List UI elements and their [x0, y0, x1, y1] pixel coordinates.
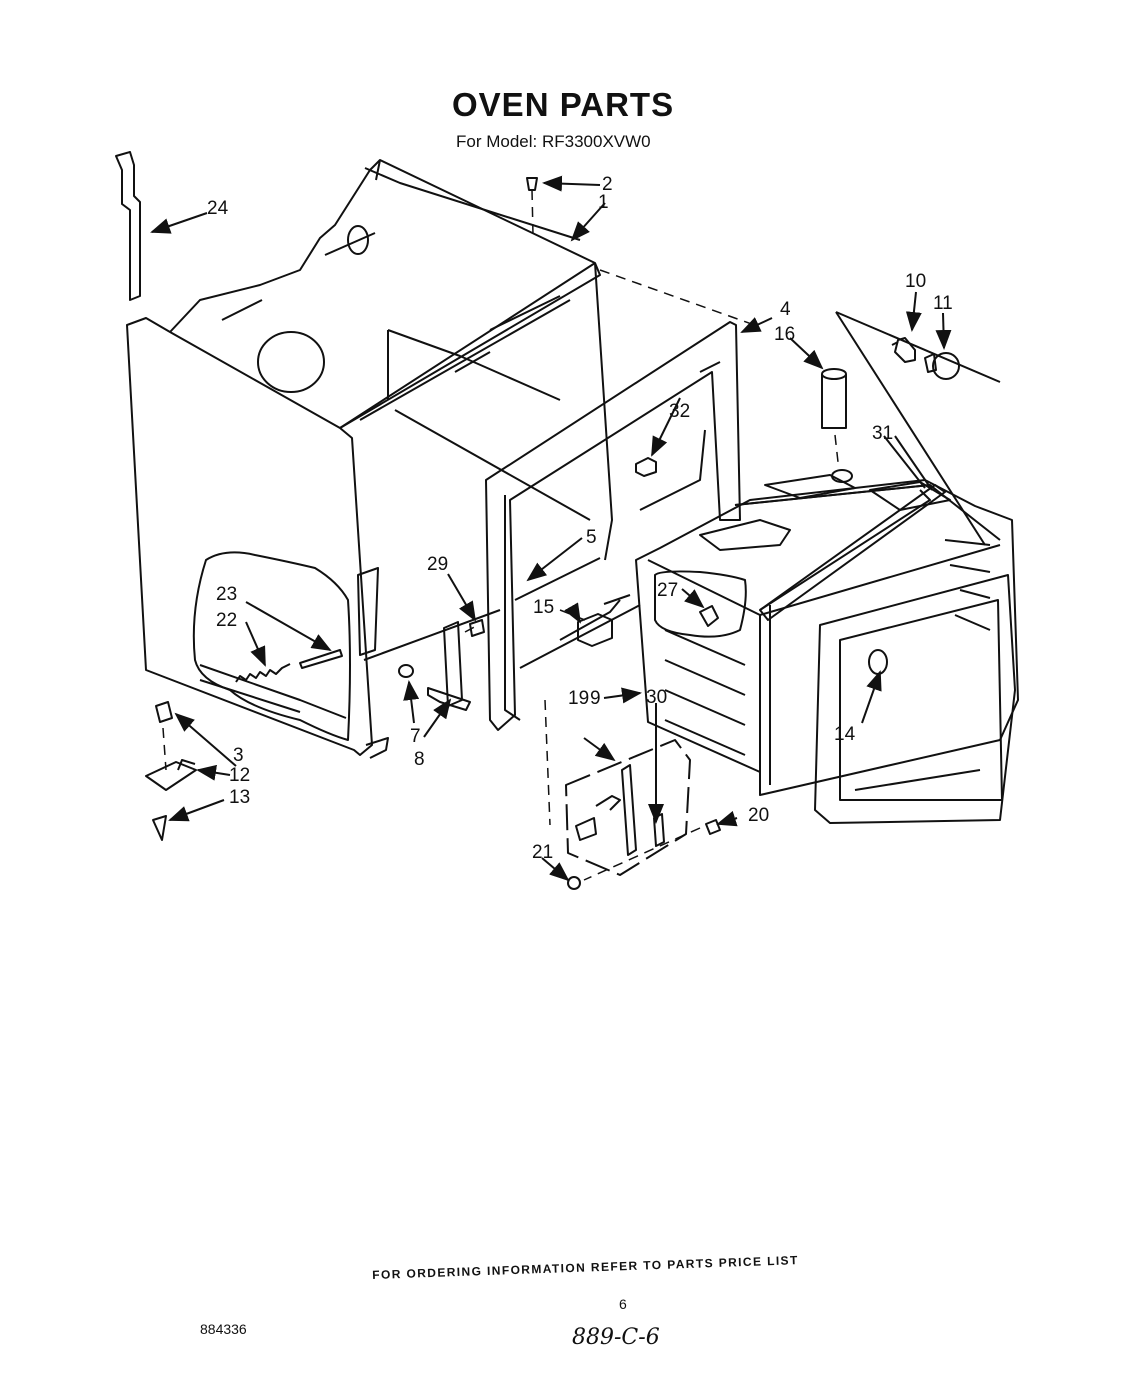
label-30: 30: [646, 687, 667, 708]
part-number-labels: 1 2 3 4 5 7 8 9 10 11 12 13 14 15 16 19 …: [207, 174, 953, 863]
part-4-front-frame: [485, 321, 741, 731]
label-29: 29: [427, 554, 448, 575]
part-14-plug: [868, 649, 888, 675]
part-11-bulb: [924, 352, 960, 380]
part-16-vent-tube: [821, 368, 847, 429]
label-12: 12: [229, 765, 250, 786]
page-title: OVEN PARTS: [452, 86, 675, 123]
label-9: 9: [590, 688, 601, 709]
label-5: 5: [586, 527, 597, 548]
part-32-plug: [635, 457, 657, 477]
document-code: 884336: [200, 1321, 247, 1337]
label-21: 21: [532, 842, 553, 863]
part-22-spring: [235, 663, 291, 683]
label-24: 24: [207, 198, 229, 219]
label-10: 10: [905, 271, 926, 292]
label-20: 20: [748, 805, 769, 826]
label-3: 3: [233, 745, 244, 766]
label-1: 1: [598, 192, 609, 213]
label-13: 13: [229, 787, 250, 808]
handwritten-code: 889-C-6: [572, 1325, 660, 1350]
part-31-rail: [759, 484, 991, 631]
part-9-oven-cavity: [635, 469, 1019, 824]
model-subtitle: For Model: RF3300XVW0: [456, 132, 651, 151]
part-15-hinge-bracket: [577, 594, 631, 647]
part-24-strip: [115, 151, 141, 301]
part-10-socket: [891, 337, 916, 363]
label-7: 7: [410, 726, 421, 747]
label-14: 14: [834, 724, 856, 745]
label-11: 11: [933, 293, 953, 314]
label-23: 23: [216, 584, 237, 605]
label-2: 2: [602, 174, 613, 195]
part-27-clip: [699, 605, 719, 627]
label-16: 16: [774, 324, 795, 345]
parts-7-8-29-hinge-hardware: [398, 619, 485, 711]
part-23-rod: [299, 649, 343, 669]
label-22: 22: [216, 610, 237, 631]
label-32: 32: [669, 401, 690, 422]
label-8: 8: [414, 749, 425, 770]
oven-cabinet: [126, 159, 613, 759]
page-number: 6: [619, 1296, 627, 1312]
label-31: 31: [872, 423, 893, 444]
label-15: 15: [533, 597, 554, 618]
label-27: 27: [657, 580, 678, 601]
label-4: 4: [780, 299, 791, 320]
part-2-screw: [526, 177, 538, 191]
label-19: 19: [568, 688, 589, 709]
part-19-latch-assembly: [565, 739, 721, 890]
